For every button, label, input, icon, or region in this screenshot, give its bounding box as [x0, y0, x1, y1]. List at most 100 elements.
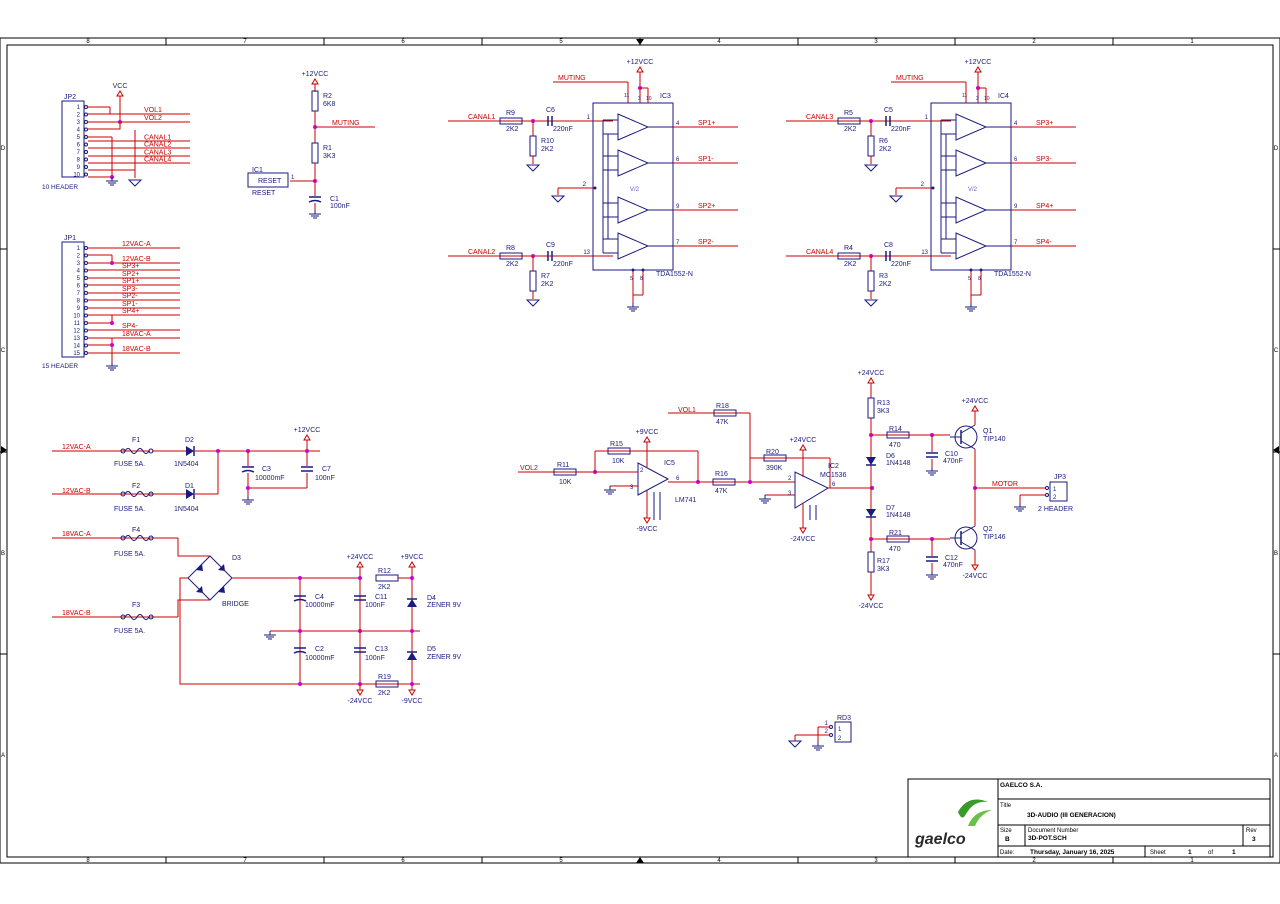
net-label: VOL2 [520, 465, 538, 472]
label: RD3 [837, 715, 851, 722]
title-field: 1 [1232, 849, 1236, 856]
gaelco-logo: gaelco [914, 799, 992, 848]
label: LM741 [675, 497, 697, 504]
label: 2K2 [541, 146, 554, 153]
label: D6 [886, 453, 895, 460]
power-label: -9VCC [636, 526, 657, 533]
label: V/2 [630, 187, 640, 193]
label: R11 [557, 462, 569, 469]
label: R7 [541, 273, 550, 280]
column-marker: 3 [874, 39, 878, 45]
pin-number: 3 [638, 96, 641, 102]
label: 3K3 [877, 408, 890, 415]
title-field: 3D-AUDIO (III GENERACION) [1027, 812, 1116, 819]
amplifier-ic4: CANAL3R52K2C5220nFR62K2CANAL4R42K2C8220n… [786, 59, 1076, 312]
label: Q1 [983, 428, 992, 435]
row-marker: A [1, 753, 5, 759]
pin-number: 2 [921, 182, 925, 188]
label: R12 [378, 568, 391, 575]
column-marker: 4 [717, 39, 721, 45]
label: ZENER 9V [427, 654, 462, 661]
label: 220nF [891, 126, 911, 133]
column-marker: 4 [717, 858, 721, 864]
pin-number: 10 [73, 314, 80, 320]
net-label: SP1- [122, 301, 138, 308]
row-marker: C [1, 348, 6, 354]
pin-number: 1 [77, 105, 81, 111]
pin-number: 4 [77, 128, 81, 134]
title-field: B [1005, 836, 1010, 843]
label: R16 [715, 471, 728, 478]
label: R2 [323, 93, 332, 100]
label: C3 [262, 466, 271, 473]
junction-dot [410, 576, 414, 580]
label: R17 [877, 558, 890, 565]
net-label: 12VAC-A [62, 444, 91, 451]
pin-number: 10 [646, 96, 652, 102]
label: 10 HEADER [42, 184, 78, 191]
column-marker: 1 [1190, 39, 1194, 45]
label: RESET [258, 178, 282, 185]
power-label: +12VCC [627, 59, 654, 66]
net-label: SP1+ [122, 278, 139, 285]
pin-number: 1 [838, 727, 842, 733]
pin-number: 2 [583, 182, 587, 188]
label: 10000mF [305, 602, 335, 609]
net-label: SP2- [122, 293, 138, 300]
pin-number: 11 [962, 93, 967, 99]
label: 2K2 [506, 261, 519, 268]
net-label: CANAL4 [144, 157, 171, 164]
pin-number: 7 [77, 150, 81, 156]
label: FUSE 5A. [114, 551, 145, 558]
label: F4 [132, 527, 140, 534]
label: 10K [559, 479, 572, 486]
label: 2K2 [378, 584, 391, 591]
label: C8 [884, 242, 893, 249]
title-field: of [1208, 850, 1213, 856]
power-label: +12VCC [965, 59, 992, 66]
pin-number: 6 [676, 476, 680, 482]
pin-number: 14 [73, 344, 80, 350]
net-label: SP2+ [698, 203, 715, 210]
label: 2K2 [879, 281, 892, 288]
pin-number: 2 [788, 476, 792, 482]
net-label: CANAL3 [806, 114, 833, 121]
net-label: CANAL1 [144, 135, 171, 142]
net-label: 12VAC-B [122, 256, 151, 263]
junction-dot [298, 576, 302, 580]
pin-number: 5 [77, 135, 81, 141]
label: 6K8 [323, 101, 336, 108]
net-label: SP2+ [122, 271, 139, 278]
label: 2K2 [879, 146, 892, 153]
label: R1 [323, 145, 332, 152]
pin-number: 7 [676, 240, 680, 246]
net-label: MOTOR [992, 481, 1018, 488]
label: C10 [945, 451, 958, 458]
junction-dot [410, 629, 414, 633]
title-field: Size [1000, 828, 1012, 834]
label: IC5 [664, 460, 675, 467]
junction-dot [298, 629, 302, 633]
label: 220nF [553, 126, 573, 133]
net-label: MUTING [896, 75, 924, 82]
pin-number: 10 [984, 96, 990, 102]
net-label: SP3+ [122, 263, 139, 270]
net-label: SP1- [698, 156, 714, 163]
label: F3 [132, 602, 140, 609]
label: FUSE 5A. [114, 628, 145, 635]
label: IC4 [998, 93, 1009, 100]
label: IC1 [252, 167, 263, 174]
net-label: SP1+ [698, 120, 715, 127]
reset-circuit: +12VCCR26K8MUTINGR13K3IC1RESETRESET1C110… [247, 71, 375, 219]
label: C13 [375, 646, 388, 653]
label: R21 [889, 530, 902, 537]
label: 100nF [330, 203, 350, 210]
pin-number: 13 [583, 250, 590, 256]
pin-number: 2 [640, 468, 644, 474]
label: R8 [506, 245, 515, 252]
pin-number: 13 [73, 336, 80, 342]
